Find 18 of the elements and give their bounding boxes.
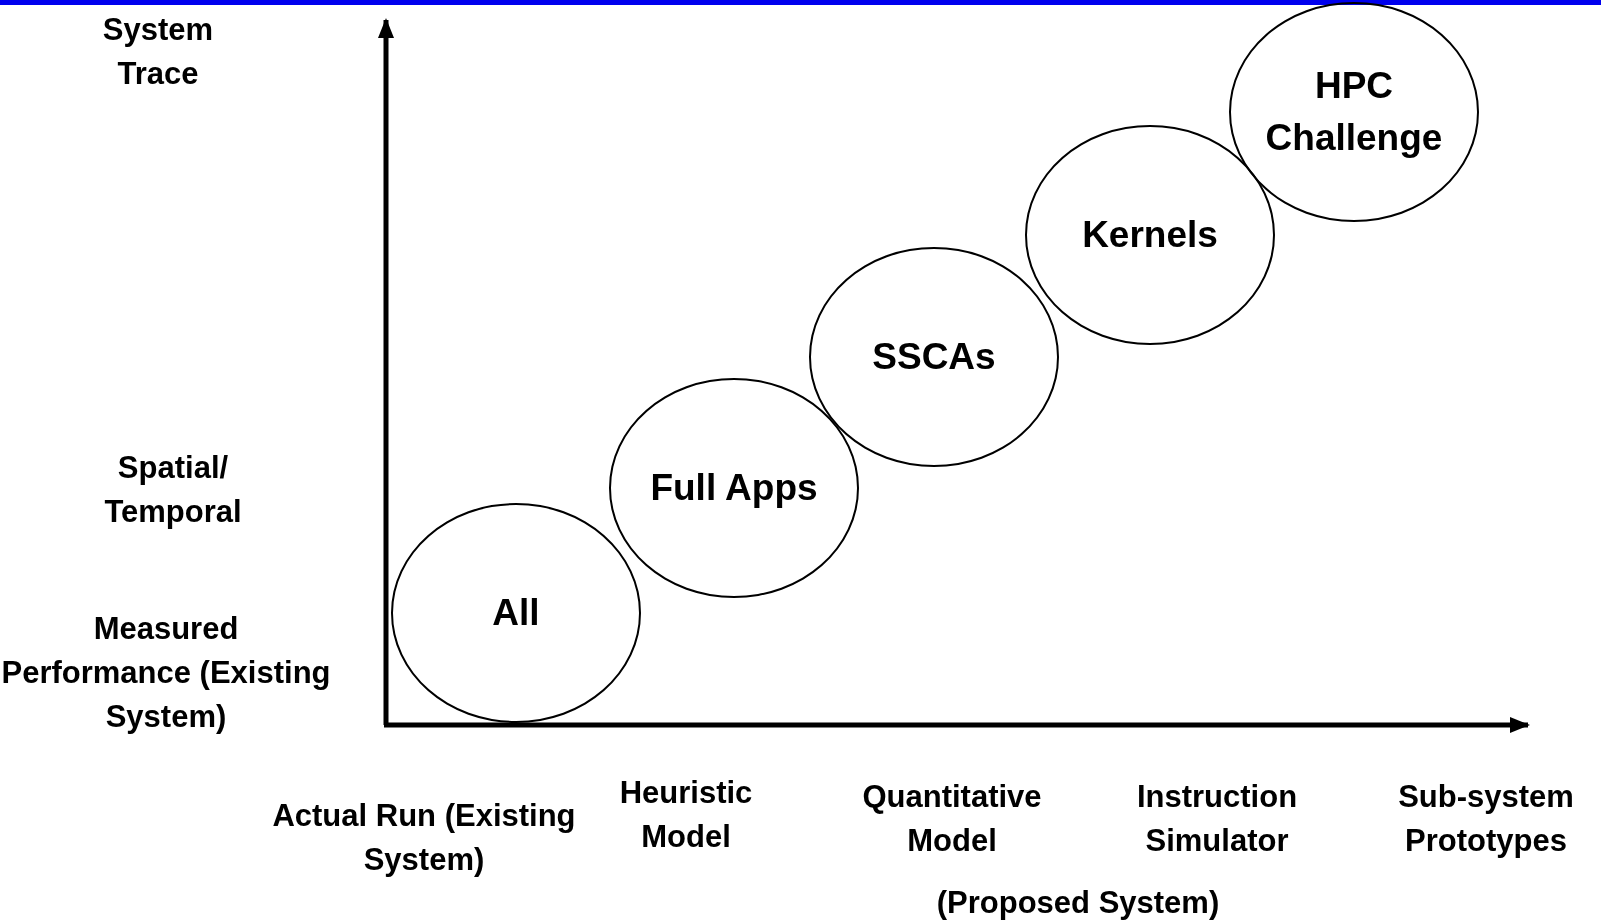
x-axis-label: Quantitative Model bbox=[861, 778, 1043, 860]
x-axis-label: Heuristic Model bbox=[618, 774, 754, 856]
node-label: Full Apps bbox=[650, 466, 818, 511]
ellipse-node bbox=[1229, 2, 1479, 222]
y-axis-label: Spatial/ Temporal bbox=[103, 449, 243, 531]
node-label: All bbox=[492, 591, 540, 636]
node-label: SSCAs bbox=[872, 335, 996, 380]
ellipse-node bbox=[609, 378, 859, 598]
node-label: Kernels bbox=[1082, 213, 1218, 258]
x-axis-label: Actual Run (Existing System) bbox=[271, 797, 577, 879]
y-axis-label: System Trace bbox=[101, 11, 215, 93]
x-axis-label: Instruction Simulator bbox=[1135, 778, 1299, 860]
ellipse-node bbox=[391, 503, 641, 723]
y-axis-label: Measured Performance (Existing System) bbox=[1, 610, 331, 736]
x-axis-label: Sub-system Prototypes bbox=[1397, 778, 1575, 860]
ellipse-node bbox=[809, 247, 1059, 467]
x-axis-label: (Proposed System) bbox=[935, 884, 1221, 922]
node-label: HPC Challenge bbox=[1264, 64, 1444, 160]
